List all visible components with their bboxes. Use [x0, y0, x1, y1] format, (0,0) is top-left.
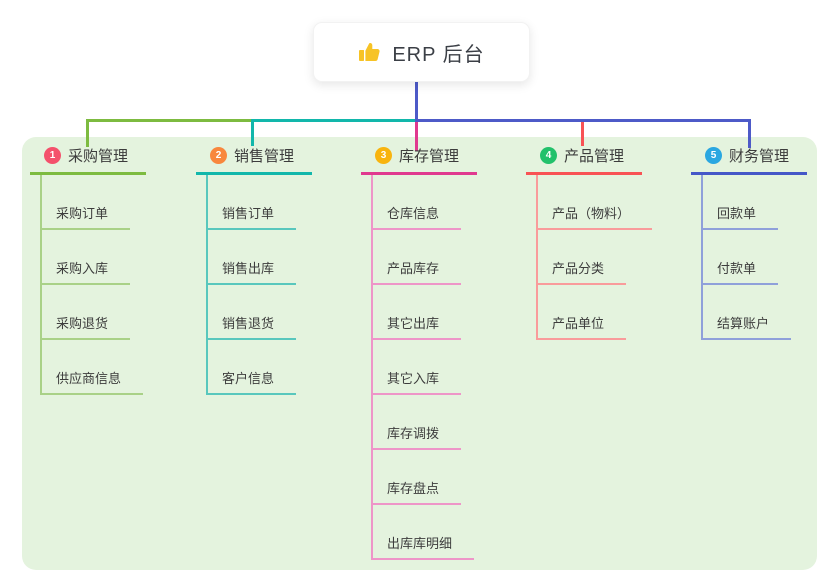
branch-header[interactable]: 3 库存管理 — [361, 144, 477, 175]
branch-number-badge: 4 — [540, 146, 557, 164]
branch-rail — [40, 175, 42, 395]
child-node[interactable]: 销售出库 — [206, 260, 297, 285]
branch-number-badge: 2 — [210, 146, 227, 164]
child-node[interactable]: 销售订单 — [206, 205, 297, 230]
branch-header[interactable]: 5 财务管理 — [691, 144, 807, 175]
branches-background-panel — [22, 137, 817, 570]
child-node[interactable]: 采购退货 — [40, 315, 131, 340]
branch-label: 产品管理 — [564, 147, 625, 165]
child-node[interactable]: 采购入库 — [40, 260, 131, 285]
branch-label: 财务管理 — [729, 147, 790, 165]
child-node[interactable]: 结算账户 — [701, 315, 792, 340]
branch-header[interactable]: 1 采购管理 — [30, 144, 146, 175]
branch-header[interactable]: 4 产品管理 — [526, 144, 642, 175]
connector-rail-right-blue — [415, 119, 751, 122]
child-node[interactable]: 销售退货 — [206, 315, 297, 340]
branch-rail — [536, 175, 538, 340]
branch-rail — [371, 175, 373, 560]
branch-rail — [206, 175, 208, 395]
child-node[interactable]: 产品分类 — [536, 260, 627, 285]
child-node[interactable]: 仓库信息 — [371, 205, 462, 230]
connector-drop-sales — [251, 119, 254, 146]
branch-number-badge: 3 — [375, 146, 392, 164]
child-node[interactable]: 出库库明细 — [371, 535, 475, 560]
child-node[interactable]: 产品单位 — [536, 315, 627, 340]
child-node[interactable]: 库存盘点 — [371, 480, 462, 505]
connector-drop-inventory — [415, 121, 418, 151]
child-node[interactable]: 客户信息 — [206, 370, 297, 395]
branch-number-badge: 1 — [44, 146, 61, 164]
connector-drop-procurement — [86, 119, 89, 147]
thumbs-up-icon — [359, 43, 380, 62]
child-node[interactable]: 产品（物料） — [536, 205, 653, 230]
child-node[interactable]: 采购订单 — [40, 205, 131, 230]
root-node-erp[interactable]: ERP 后台 — [313, 22, 530, 82]
branch-header[interactable]: 2 销售管理 — [196, 144, 312, 175]
child-node[interactable]: 供应商信息 — [40, 370, 144, 395]
branch-label: 采购管理 — [68, 147, 129, 165]
connector-drop-finance — [748, 119, 751, 148]
child-node[interactable]: 回款单 — [701, 205, 779, 230]
branch-label: 库存管理 — [399, 147, 460, 165]
child-node[interactable]: 产品库存 — [371, 260, 462, 285]
branch-label: 销售管理 — [234, 147, 295, 165]
branch-rail — [701, 175, 703, 340]
root-node-label: ERP 后台 — [392, 43, 485, 66]
child-node[interactable]: 库存调拨 — [371, 425, 462, 450]
connector-root-stub — [415, 82, 418, 121]
connector-rail-left-teal — [252, 119, 417, 122]
connector-drop-product — [581, 121, 584, 146]
child-node[interactable]: 其它入库 — [371, 370, 462, 395]
connector-rail-left-green — [86, 119, 254, 122]
child-node[interactable]: 其它出库 — [371, 315, 462, 340]
child-node[interactable]: 付款单 — [701, 260, 779, 285]
branch-number-badge: 5 — [705, 146, 722, 164]
